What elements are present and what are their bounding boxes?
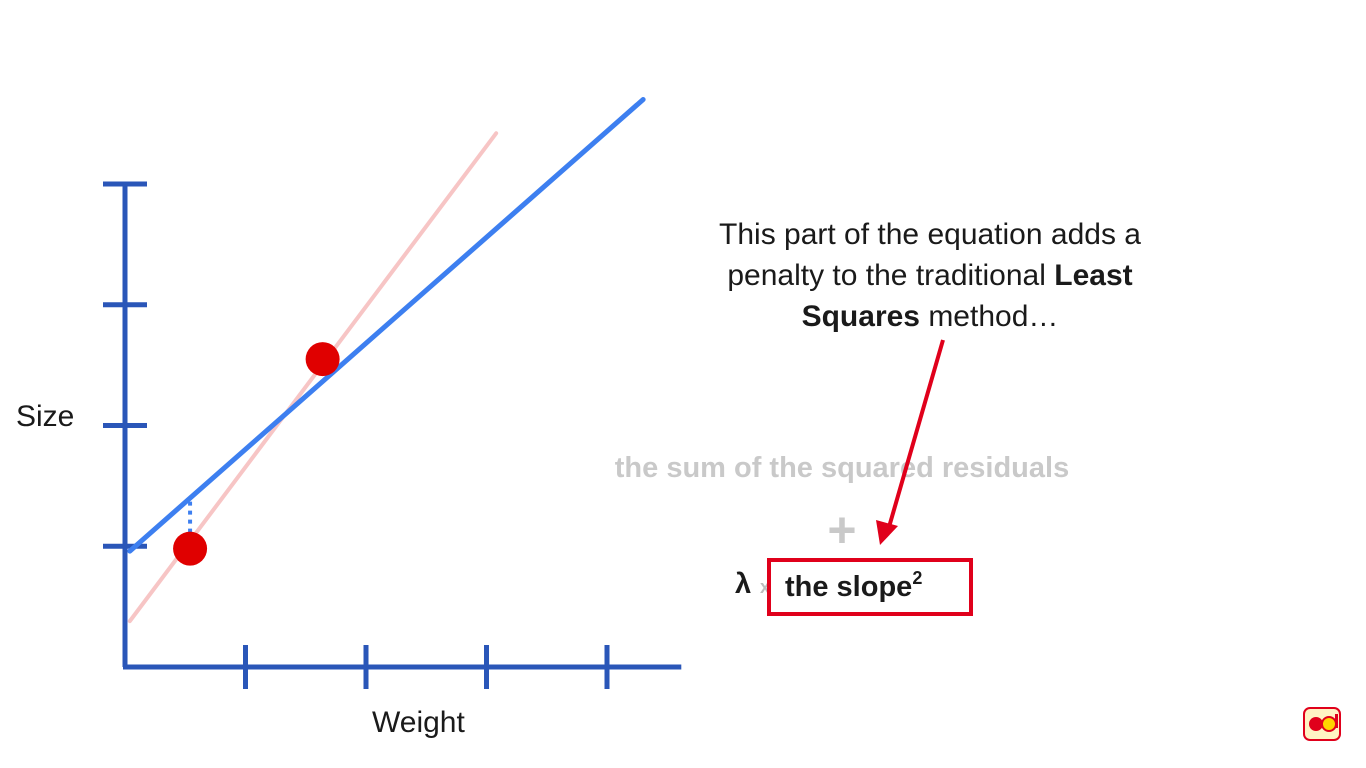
annotation-line-1: This part of the equation adds a	[719, 218, 1141, 251]
data-point-1	[173, 531, 208, 566]
pointer-arrow-head	[876, 520, 898, 545]
slope-label: the slope	[785, 571, 913, 603]
annotation-line-2a: penalty to the traditional	[727, 259, 1055, 292]
times-sign: x	[760, 577, 771, 597]
data-point-2	[305, 342, 340, 377]
slope-highlight-box	[767, 558, 973, 616]
slope-term: the slope2	[785, 568, 922, 604]
plus-sign: +	[827, 502, 857, 558]
statquest-logo-icon	[1303, 707, 1341, 741]
annotation-line-3b: method…	[919, 300, 1059, 333]
annotation-text: This part of the equation adds a penalty…	[660, 214, 1200, 337]
pointer-arrow-line	[883, 339, 945, 539]
scatter-plot	[103, 96, 682, 689]
ridge-regression-line	[127, 96, 646, 554]
sum-squared-residuals-term: the sum of the squared residuals	[614, 452, 1070, 484]
lambda-symbol: λ	[735, 568, 752, 600]
y-axis-label: Size	[16, 400, 75, 433]
slope-power: 2	[912, 568, 923, 588]
annotation-line-2b: Least	[1054, 259, 1133, 292]
annotation-line-3a: Squares	[801, 300, 920, 333]
x-axis-label: Weight	[372, 706, 465, 739]
